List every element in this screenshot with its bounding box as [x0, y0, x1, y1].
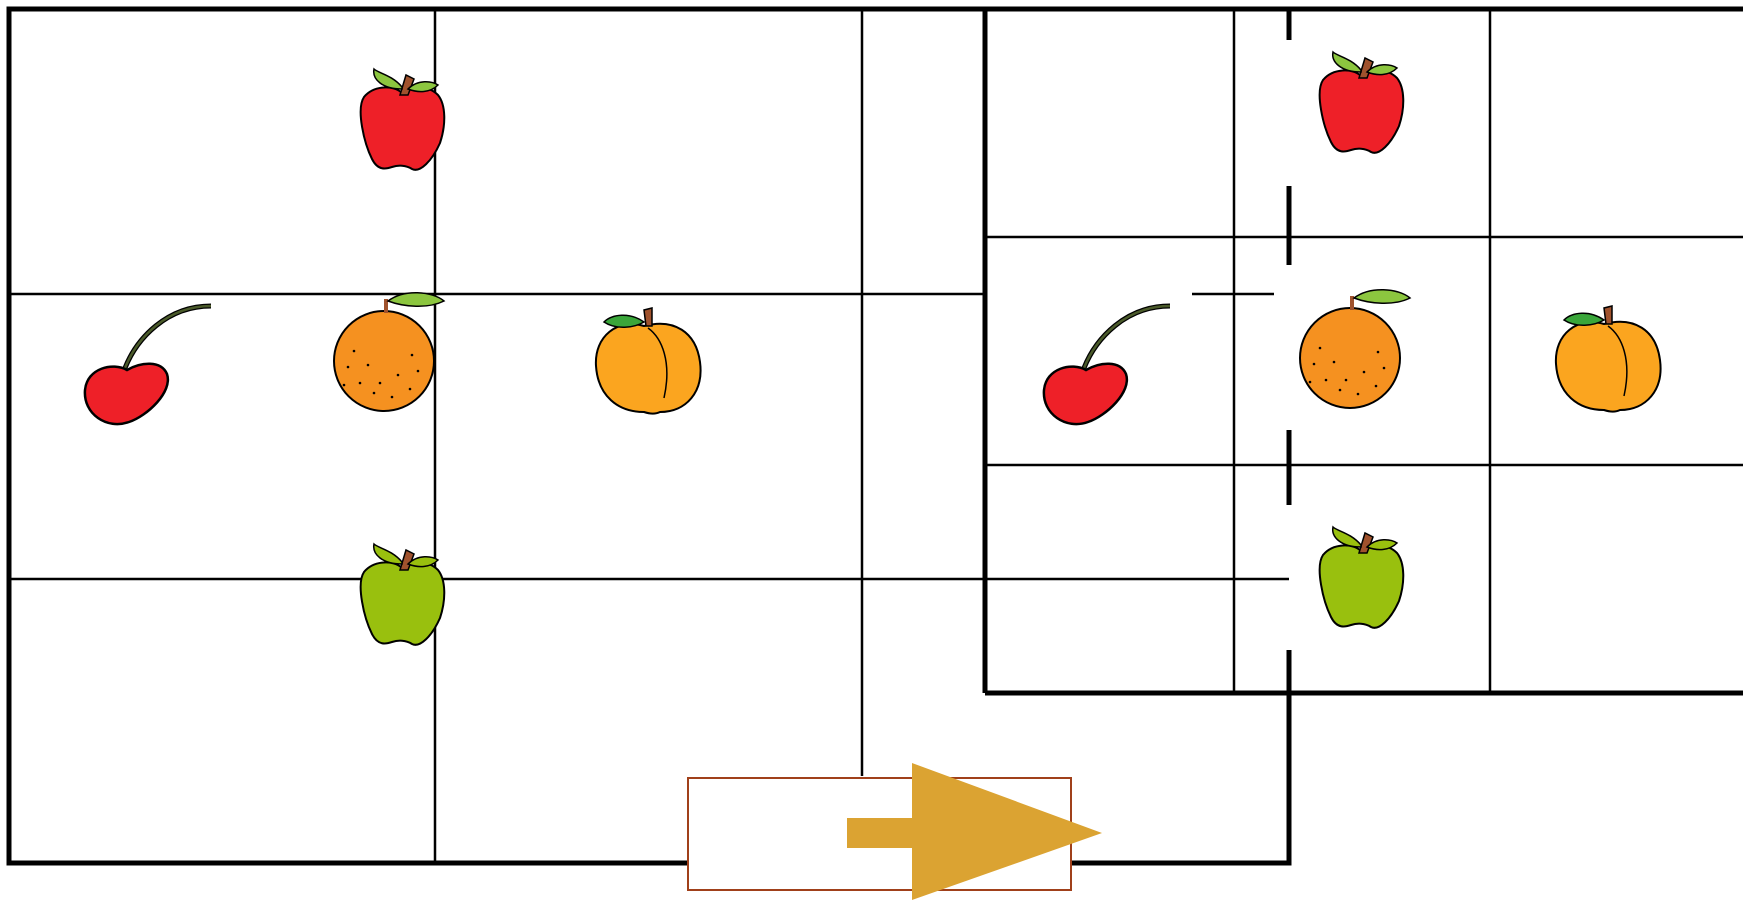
red-apple-icon[interactable]: [361, 69, 445, 170]
right-grid: [985, 9, 1743, 863]
orange-icon[interactable]: [334, 293, 444, 411]
right-grid-gap: [1032, 285, 1192, 305]
green-apple-icon[interactable]: [361, 544, 445, 645]
peach-icon[interactable]: [596, 308, 701, 414]
cherry-icon[interactable]: [85, 306, 211, 424]
next-button[interactable]: [688, 763, 1102, 900]
